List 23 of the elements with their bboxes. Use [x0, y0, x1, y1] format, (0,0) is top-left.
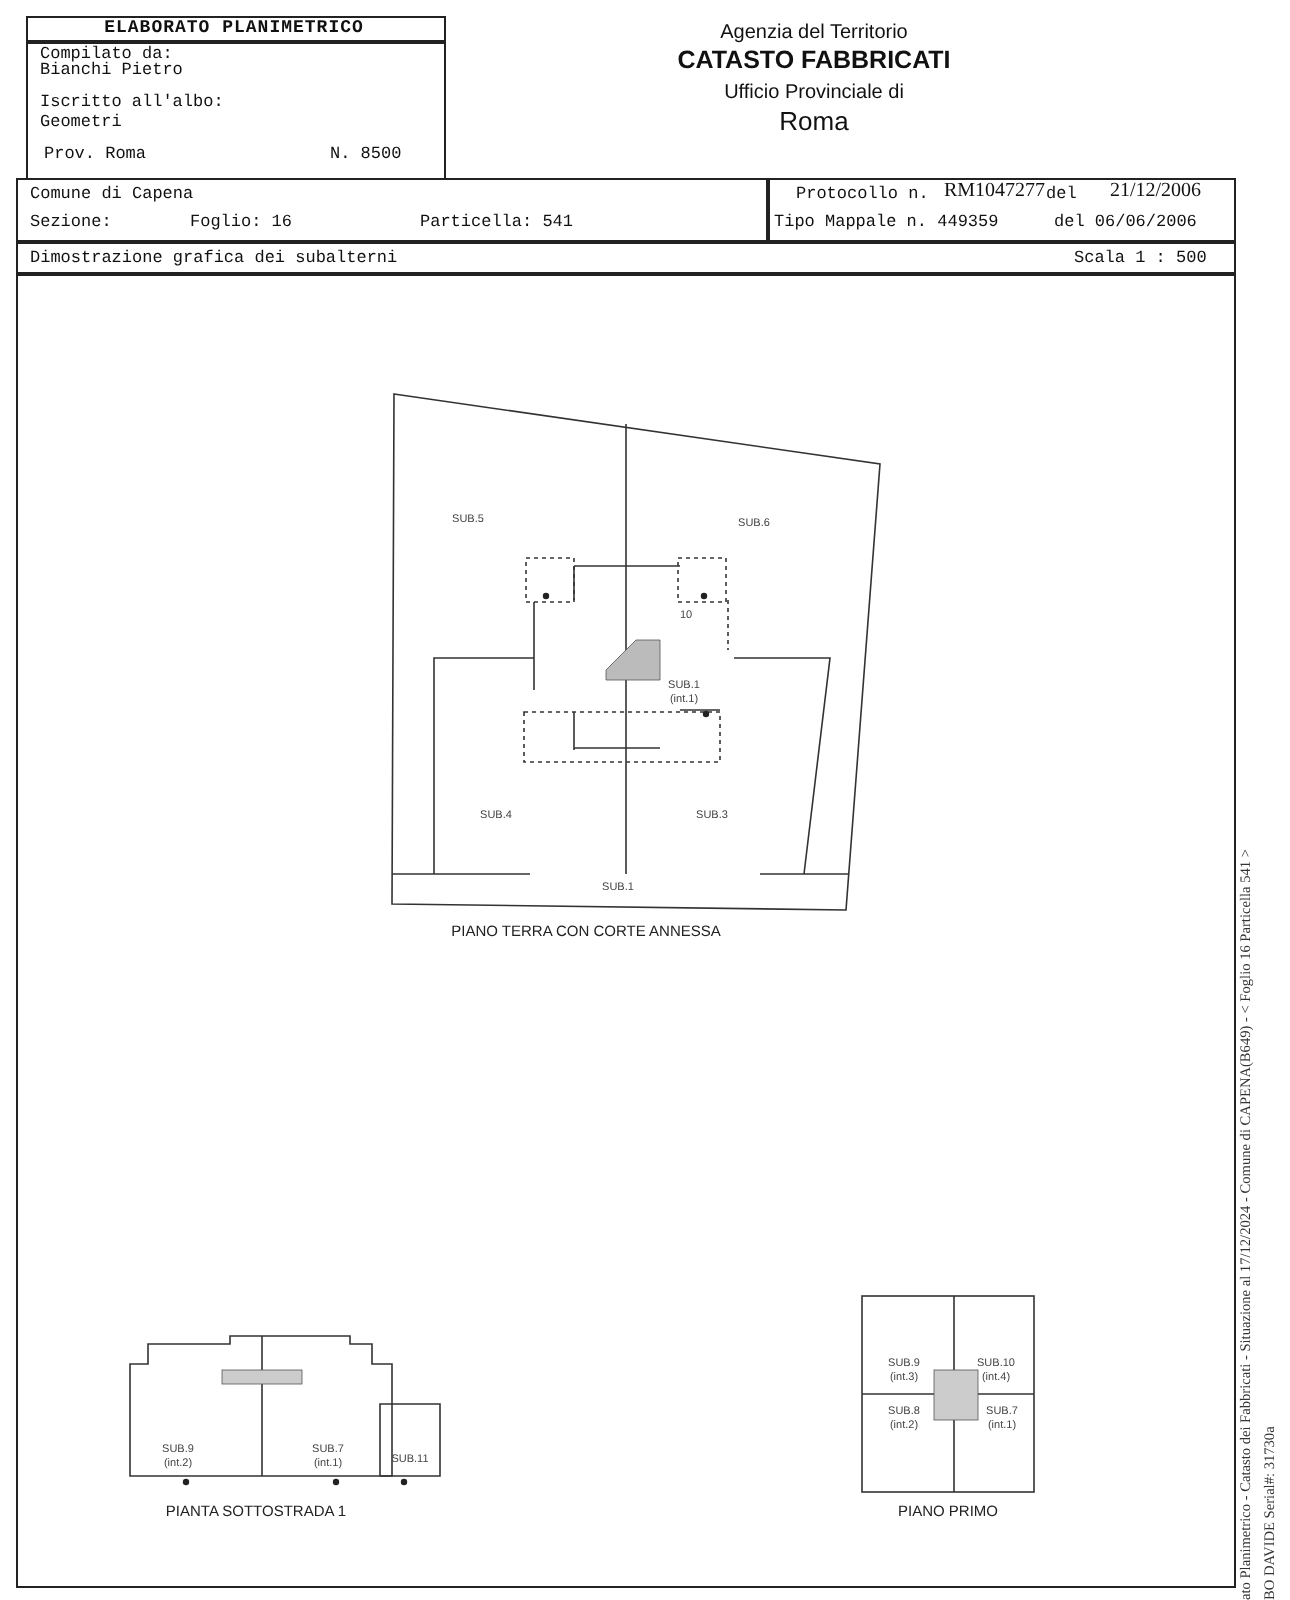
scale-note: Scala 1 : 500: [1074, 250, 1207, 269]
form-title: ELABORATO PLANIMETRICO: [104, 20, 364, 40]
field-label: del: [1046, 186, 1077, 205]
field-value: Bianchi Pietro: [40, 62, 183, 81]
field-value: Tipo Mappale n. 449359: [774, 214, 999, 233]
agency-name: Agenzia del Territorio: [720, 22, 908, 44]
city-name: Roma: [779, 108, 849, 137]
office-name: Ufficio Provinciale di: [724, 82, 904, 104]
field-value: Comune di Capena: [30, 186, 194, 205]
field-value: Particella: 541: [420, 214, 574, 233]
field-value: Prov. Roma: [44, 146, 147, 165]
field-label: Compilato da:: [40, 46, 173, 64]
field-value: RM1047277: [944, 180, 1046, 202]
field-value: Foglio: 16: [190, 214, 293, 233]
field-value: N. 8500: [330, 146, 402, 165]
field-value: del 06/06/2006: [1054, 214, 1197, 233]
section-title: Dimostrazione grafica dei subalterni: [30, 250, 398, 269]
field-label: Protocollo n.: [796, 186, 929, 205]
field-label: Iscritto all'albo:: [40, 94, 224, 113]
field-value: Geometri: [40, 114, 122, 133]
field-label: Sezione:: [30, 214, 112, 233]
heading: CATASTO FABBRICATI: [677, 48, 951, 76]
field-value: 21/12/2006: [1110, 180, 1202, 202]
